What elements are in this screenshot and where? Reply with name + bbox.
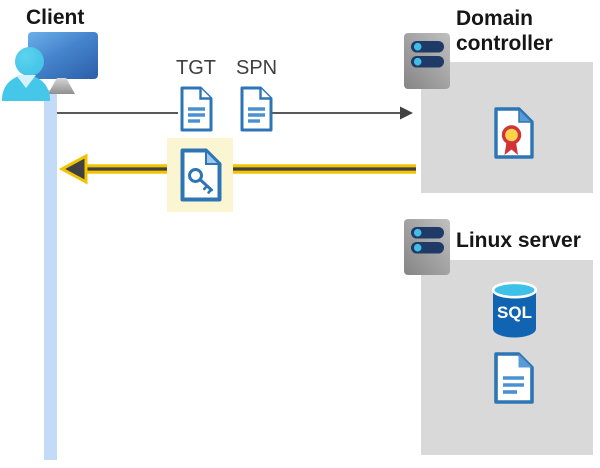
client-label: Client: [26, 6, 85, 29]
keytab-document-icon: [494, 352, 534, 404]
domain-controller-server-icon: [404, 33, 450, 89]
user-icon: [15, 47, 44, 76]
sql-text: SQL: [497, 303, 532, 322]
linux-server-label: Linux server: [456, 229, 581, 252]
client-lifeline-bar: [44, 90, 57, 460]
domain-controller-label: Domain controller: [456, 7, 553, 55]
certificate-icon: [494, 107, 534, 159]
sql-database-icon: SQL: [491, 281, 538, 338]
spn-label: SPN: [236, 57, 278, 79]
response-arrowhead: [58, 153, 88, 185]
linux-server-icon: [404, 219, 450, 275]
tgt-label: TGT: [176, 57, 216, 79]
spn-document-icon: [240, 86, 273, 132]
key-icon: [188, 168, 203, 183]
request-arrowhead: [400, 106, 413, 120]
session-key-document-icon: [180, 148, 222, 202]
tgt-document-icon: [180, 86, 213, 132]
monitor-stand-icon: [48, 78, 75, 94]
